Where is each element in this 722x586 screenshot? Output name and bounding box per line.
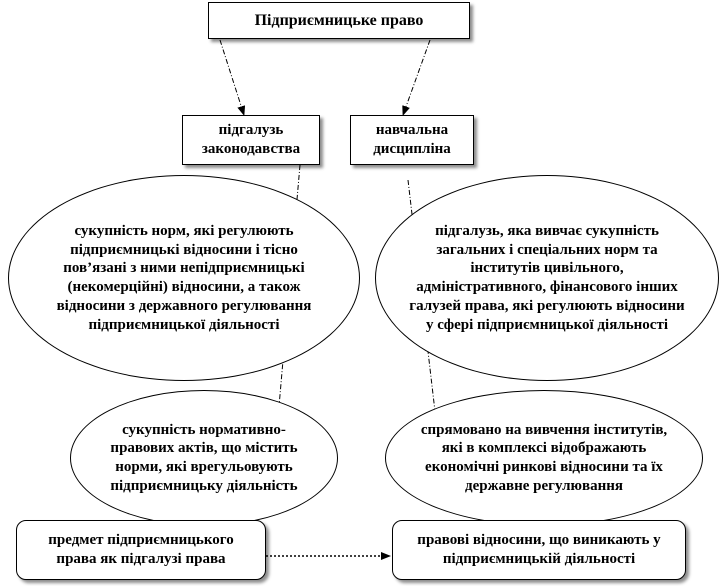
discipline-subbranch-text: підгалузь, яка вивчає сукупність загальн… (409, 222, 685, 333)
discipline-text: навчальна дисципліна (373, 122, 451, 157)
arrow-title-to-discipline (402, 39, 431, 116)
arrow-title-to-legislation (219, 39, 246, 116)
legislation-acts-ellipse: сукупність нормативно-правових актів, що… (70, 390, 338, 526)
relations-box: правові відносини, що виникають у підпри… (392, 520, 686, 580)
title-box: Підприємницьке право (208, 2, 470, 39)
discipline-subbranch-ellipse: підгалузь, яка вивчає сукупність загальн… (375, 175, 719, 381)
legislation-norms-ellipse: сукупність норм, які регулюють підприємн… (8, 175, 360, 381)
legislation-acts-text: сукупність нормативно-правових актів, що… (110, 421, 298, 494)
discipline-study-text: спрямовано на вивчення інститутів, які в… (420, 421, 668, 494)
legislation-box: підгалузь законодавства (182, 115, 320, 165)
legislation-text: підгалузь законодавства (201, 122, 301, 157)
subject-box: предмет підприємницького права як підгал… (16, 520, 266, 580)
subject-text: предмет підприємницького права як підгал… (48, 532, 234, 567)
relations-text: правові відносини, що виникають у підпри… (417, 532, 661, 567)
discipline-study-ellipse: спрямовано на вивчення інститутів, які в… (385, 390, 703, 526)
discipline-box: навчальна дисципліна (350, 115, 474, 165)
legislation-norms-text: сукупність норм, які регулюють підприємн… (56, 222, 312, 333)
title-text: Підприємницьке право (254, 11, 424, 29)
